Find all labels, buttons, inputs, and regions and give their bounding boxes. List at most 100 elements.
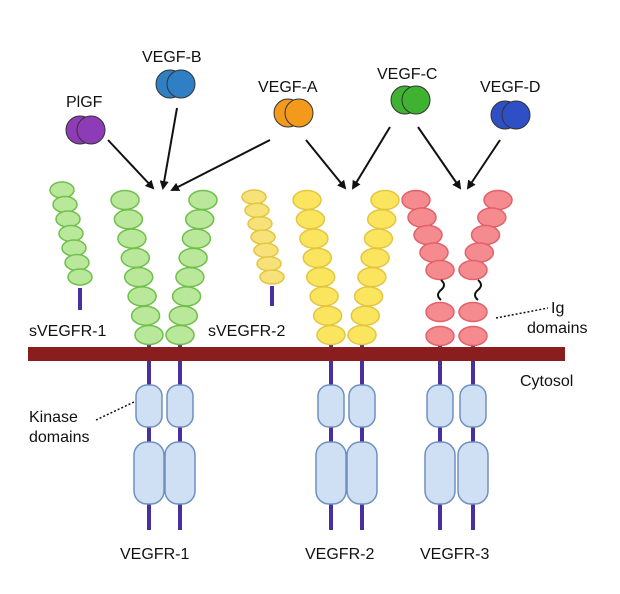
transmembrane-stalks: [78, 286, 475, 530]
ig-domain: [55, 210, 81, 228]
vegfr2-ig-domains-left: [292, 189, 346, 346]
ig-domain: [458, 259, 488, 281]
vegfr1-label: VEGFR-1: [120, 546, 189, 563]
vegfr2-kinase-upper-right: [348, 384, 376, 428]
vegfr1-kinase-upper-right: [166, 384, 194, 428]
ig-domain: [113, 209, 144, 230]
ig-domains-label-line1: Ig: [551, 300, 564, 317]
ig-domain: [366, 209, 397, 230]
vegfr3-ig-domains-right-upper: [458, 189, 513, 281]
vegfr3-label: VEGFR-3: [420, 546, 489, 563]
kinase-domains-label-line1: Kinase: [29, 409, 78, 426]
vegf-b-label: VEGF-B: [142, 49, 202, 66]
vegf-b-dimer: [155, 69, 196, 99]
ig-domain: [117, 228, 147, 249]
vegfr3-linker-left: [437, 279, 445, 301]
ig-domain: [241, 189, 267, 205]
ig-domain: [134, 324, 164, 346]
vegfr2-kinase-upper-left: [317, 384, 345, 428]
ig-domain: [52, 195, 78, 214]
ig-domain: [295, 209, 326, 230]
ig-domain: [302, 247, 333, 269]
ig-domain: [61, 239, 87, 257]
vegf-d-dimer: [490, 100, 531, 130]
ig-domain: [353, 286, 384, 307]
vegf-a-monomer-right: [284, 98, 314, 128]
svegfr2-ig-domains: [241, 189, 285, 285]
arrow-pigf-to-vegfr1: [107, 139, 155, 190]
kinase-domains-label-line2: domains: [29, 429, 89, 446]
svegfr1-ig-domains: [49, 181, 93, 286]
ig-domain: [253, 242, 279, 259]
ig-domain: [458, 325, 488, 347]
ig-domain: [58, 224, 84, 243]
binding-arrows: [107, 107, 501, 191]
arrow-vegf-b-to-vegfr1: [159, 107, 178, 190]
vegfr3-linkers: [437, 279, 482, 301]
kinase-domains-leader: [95, 401, 135, 421]
ig-domain: [312, 305, 343, 326]
ig-domain: [407, 207, 437, 228]
vegfr3-kinase-lower-right: [457, 441, 489, 505]
vegfr3-kinase-lower-left: [424, 441, 456, 505]
ig-domain: [477, 207, 507, 228]
ig-domain: [316, 324, 346, 346]
ig-domain: [120, 247, 151, 269]
ig-domain: [425, 301, 455, 323]
ig-domain: [419, 242, 449, 263]
ig-domain: [483, 189, 513, 211]
ig-domain: [350, 305, 381, 326]
svegfr2-label: sVEGFR-2: [208, 323, 285, 340]
ig-domain: [256, 255, 282, 272]
vegfr2-label: VEGFR-2: [305, 546, 374, 563]
ig-domain: [244, 202, 270, 219]
vegfr1-kinase-lower-right: [164, 441, 196, 505]
ig-domain: [425, 325, 455, 347]
arrow-vegf-a-to-vegfr1: [170, 139, 271, 191]
vegfr1-ig-domains-right: [165, 189, 218, 346]
vegf-a-label: VEGF-A: [258, 79, 318, 96]
vegf-c-dimer: [390, 85, 431, 115]
ig-domain: [64, 253, 90, 272]
svegfr1-label: sVEGFR-1: [29, 323, 106, 340]
vegf-c-label: VEGF-C: [377, 66, 437, 83]
ig-domain: [247, 215, 273, 232]
vegfr3-kinase-upper-left: [426, 384, 454, 428]
vegfr2-kinase-lower-left: [315, 441, 347, 505]
ig-domain: [309, 286, 339, 307]
ig-domain: [188, 189, 218, 211]
ig-domains-leader: [495, 307, 549, 319]
ig-domain: [464, 242, 495, 263]
vegfr3-ig-domains-left-lower: [425, 301, 455, 347]
ig-domain: [299, 228, 329, 249]
vegfr3-linker-right: [474, 279, 482, 301]
ig-domain: [123, 266, 154, 288]
ig-domain: [171, 286, 202, 307]
vegfr3-ig-domains-right-lower: [458, 301, 488, 347]
vegfr1-kinase-lower-left: [133, 441, 165, 505]
pigf-label: PlGF: [66, 94, 103, 111]
ig-domain: [110, 189, 140, 211]
vegf-c-monomer-right: [401, 85, 431, 115]
ig-domain: [363, 228, 394, 249]
vegfr3-kinase-upper-right: [459, 384, 487, 428]
ig-domain: [49, 181, 75, 199]
cell-membrane: [28, 347, 565, 361]
arrow-vegf-a-to-vegfr2: [305, 139, 347, 190]
ig-domain: [168, 305, 199, 326]
ig-domain: [357, 266, 387, 288]
kinase-domains: [133, 384, 489, 505]
vegf-d-monomer-right: [501, 100, 531, 130]
ig-domain: [67, 268, 93, 286]
vegfr2-ig-domains-right: [347, 189, 400, 346]
ig-domain: [413, 224, 443, 246]
ig-domains-label-line2: domains: [527, 320, 587, 337]
ig-domain: [250, 229, 276, 245]
vegfr2-kinase-lower-right: [346, 441, 378, 505]
vegfr3-ig-domains-left-upper: [401, 189, 455, 281]
vegfr1-kinase-upper-left: [135, 384, 163, 428]
vegf-b-monomer-right: [166, 69, 196, 99]
ig-domain: [360, 247, 390, 269]
arrow-vegf-c-to-vegfr3: [417, 126, 462, 190]
